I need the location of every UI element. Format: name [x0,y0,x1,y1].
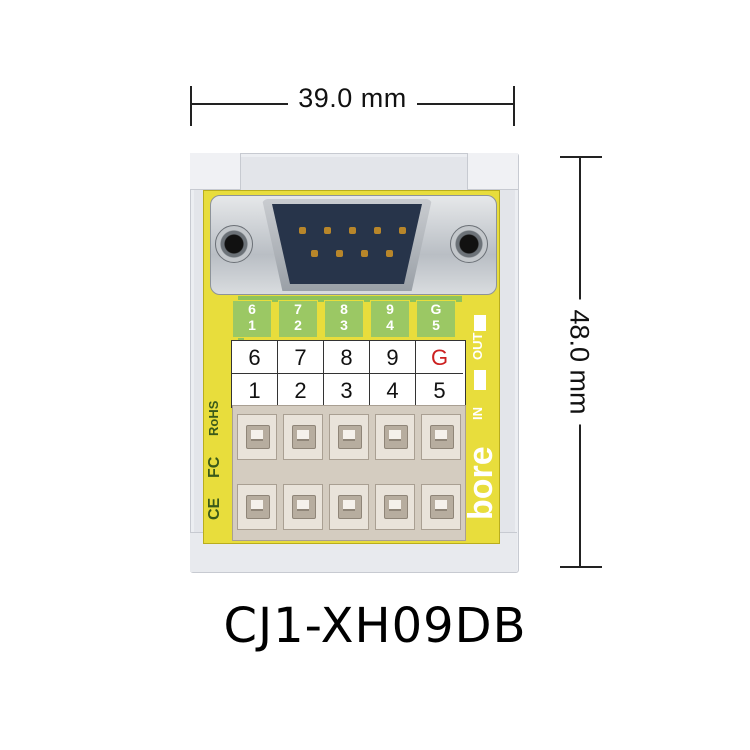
width-dimension-tick-right [513,86,515,126]
terminal-top-3[interactable] [329,414,369,460]
silk-in-label: IN [470,407,485,420]
screw-post-right [450,225,488,263]
silk-bottom-3: 3 [340,317,348,333]
terminal-slot-icon [292,425,316,449]
terminal-top-1[interactable] [237,414,277,460]
fcc-mark: FC [206,456,223,478]
brand-logo: bore [462,446,500,520]
label-bottom-5: 5 [433,378,446,403]
db9-pin [349,227,356,234]
width-dimension-label: 39.0 mm [288,83,417,113]
terminal-slot-icon [384,425,408,449]
terminal-bottom-5[interactable] [421,484,461,530]
io-marker-in [474,370,486,390]
db9-pin [336,250,343,257]
height-dimension-tick-bottom [560,566,602,568]
label-bottom-1: 1 [232,374,278,407]
terminal-bottom-3[interactable] [329,484,369,530]
housing-clip-right [467,153,518,190]
label-top-3: 8 [324,341,370,374]
terminal-top-5[interactable] [421,414,461,460]
label-bottom-2: 2 [278,374,324,407]
terminal-slot-icon [246,425,270,449]
height-dimension-label: 48.0 mm [563,299,595,425]
silk-bottom-4: 4 [386,317,394,333]
label-top-ground: G [416,341,463,374]
db9-pin [374,227,381,234]
silk-top-1: 6 [248,301,256,317]
db9-pin [361,250,368,257]
width-dimension: 39.0 mm [190,83,515,114]
db9-pin [324,227,331,234]
pin-label: 6 7 8 9 G 1 2 3 4 5 [231,340,466,408]
terminal-bottom-2[interactable] [283,484,323,530]
silk-bottom-1: 1 [248,317,256,333]
silk-top-3: 8 [340,301,348,317]
db9-connector [272,204,422,284]
pcb-trace [240,296,462,302]
terminal-slot-icon [430,425,454,449]
terminal-slot-icon [430,495,454,519]
silk-bottom-5: 5 [432,317,440,333]
terminal-slot-icon [338,495,362,519]
label-top-4: 9 [370,341,416,374]
silk-top-4: 9 [386,301,394,317]
db9-pin [386,250,393,257]
label-bottom-3: 3 [324,374,370,407]
terminal-top-4[interactable] [375,414,415,460]
width-dimension-tick-left [190,86,192,126]
model-name: CJ1-XH09DB [223,598,527,654]
silk-bottom-2: 2 [294,317,302,333]
terminal-bottom-1[interactable] [237,484,277,530]
label-top-2: 7 [278,341,324,374]
silk-top-2: 7 [294,301,302,317]
ce-mark: CE [206,497,223,520]
db9-pin [299,227,306,234]
label-bottom-4: 4 [370,374,416,407]
label-top-1: 6 [232,341,278,374]
housing-clip-left [190,153,241,190]
height-dimension-tick-top [560,156,602,158]
screw-post-left [215,225,253,263]
db9-pin [399,227,406,234]
terminal-slot-icon [246,495,270,519]
silk-top-5: G [430,301,442,317]
terminal-bottom-4[interactable] [375,484,415,530]
terminal-slot-icon [292,495,316,519]
db9-pin [311,250,318,257]
terminal-top-2[interactable] [283,414,323,460]
terminal-slot-icon [384,495,408,519]
io-marker-out [474,315,486,331]
rohs-mark: RoHS [206,400,221,436]
silk-out-label: OUT [470,332,485,360]
terminal-slot-icon [338,425,362,449]
terminal-block-bank [232,405,466,541]
